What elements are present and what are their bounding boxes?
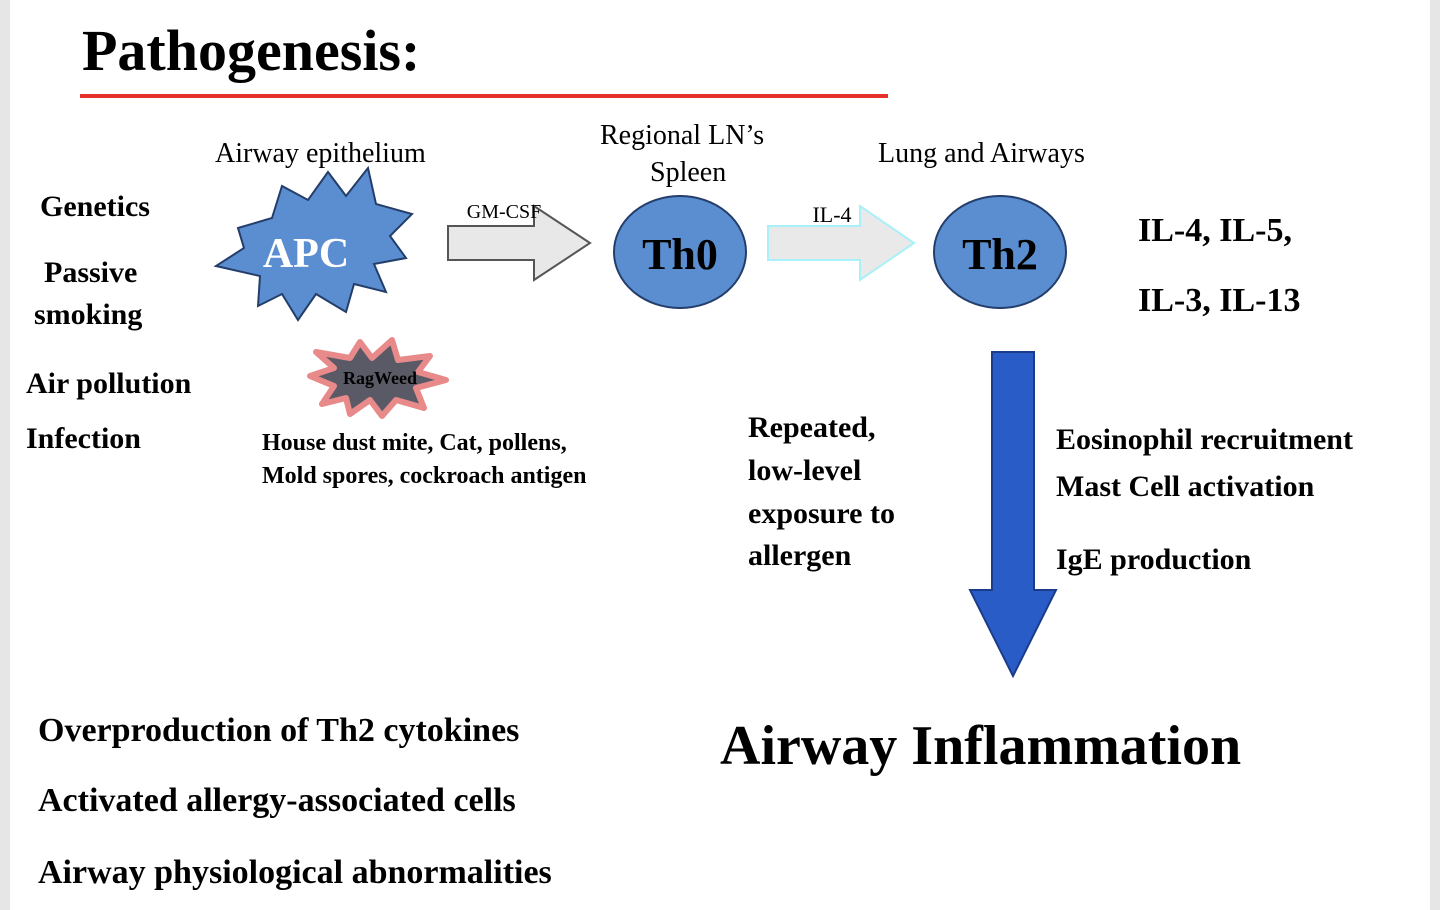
il4-arrow xyxy=(767,204,916,282)
location-regional-ln: Regional LN’s xyxy=(600,120,765,151)
th2-label: Th2 xyxy=(962,230,1038,279)
exposure-line4: allergen xyxy=(748,539,852,572)
th0-node xyxy=(613,195,747,309)
th0-label: Th0 xyxy=(642,230,718,279)
factor-passive-smoking-line1: Passive xyxy=(44,256,138,289)
ragweed-label: RagWeed xyxy=(343,368,417,388)
slide-title: Pathogenesis: xyxy=(82,18,421,83)
factor-air-pollution: Air pollution xyxy=(26,367,192,400)
th2-node xyxy=(933,195,1067,309)
factor-infection: Infection xyxy=(26,422,141,455)
down-arrow xyxy=(968,351,1058,679)
exposure-line1: Repeated, xyxy=(748,411,876,444)
apc-label: APC xyxy=(263,231,349,277)
outcome-airway-inflammation: Airway Inflammation xyxy=(720,715,1242,777)
gm-csf-arrow xyxy=(447,204,592,282)
apc-starburst xyxy=(213,165,414,322)
summary-line1: Overproduction of Th2 cytokines xyxy=(38,712,520,749)
gm-csf-label: GM-CSF xyxy=(467,201,541,223)
summary-line3: Airway physiological abnormalities xyxy=(38,854,552,891)
diagram-graphics: APC Th0 Th2 RagWeed GM-CSF IL-4 xyxy=(213,165,1067,679)
ragweed-starburst xyxy=(307,337,449,419)
location-spleen: Spleen xyxy=(650,157,727,188)
summary-line2: Activated allergy-associated cells xyxy=(38,782,516,819)
effect-ige: IgE production xyxy=(1056,543,1252,576)
effect-eosinophil: Eosinophil recruitment xyxy=(1056,423,1353,456)
exposure-line2: low-level xyxy=(748,454,862,487)
il4-arrow-label: IL-4 xyxy=(812,202,851,227)
slide: Pathogenesis: APC Th0 Th2 RagWeed GM-CSF… xyxy=(10,0,1430,910)
cytokines-line1: IL-4, IL-5, xyxy=(1138,212,1292,249)
effect-mast-cell: Mast Cell activation xyxy=(1056,470,1315,503)
location-lung-airways: Lung and Airways xyxy=(878,138,1085,169)
exposure-line3: exposure to xyxy=(748,497,895,530)
location-airway-epithelium: Airway epithelium xyxy=(215,138,426,169)
title-underline xyxy=(80,94,888,98)
cytokines-line2: IL-3, IL-13 xyxy=(1138,282,1301,319)
factor-passive-smoking-line2: smoking xyxy=(34,298,143,331)
allergens-line1: House dust mite, Cat, pollens, xyxy=(262,430,567,456)
allergens-line2: Mold spores, cockroach antigen xyxy=(262,463,587,489)
factor-genetics: Genetics xyxy=(40,190,150,223)
